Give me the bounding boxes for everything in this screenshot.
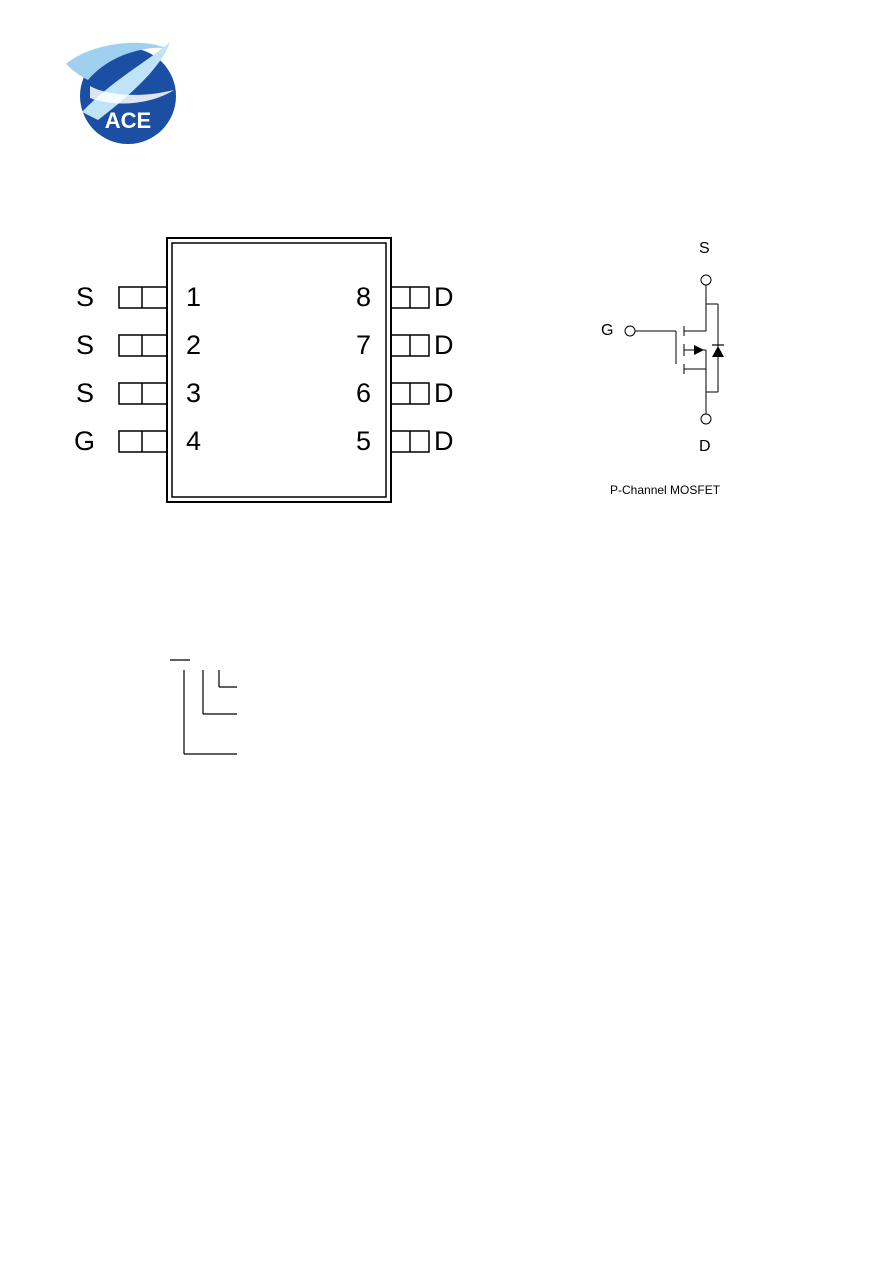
pin-4-label: G (74, 426, 96, 456)
source-label: S (699, 240, 710, 257)
logo-swoosh-white (90, 86, 174, 104)
pin-6-label: D (434, 378, 454, 408)
mosfet-caption: P-Channel MOSFET (610, 483, 721, 497)
pin-7-number: 7 (356, 330, 372, 360)
pin-5-number: 5 (356, 426, 372, 456)
gate-label: G (601, 322, 614, 339)
pin-1-number: 1 (186, 282, 202, 312)
pin-2-number: 2 (186, 330, 202, 360)
pin-8-label: D (434, 282, 454, 312)
package-pinout: S 1 S 2 S 3 G 4 8 D 7 D 6 D 5 D (60, 228, 480, 518)
drain-label: D (699, 438, 711, 455)
logo-text: ACE (105, 108, 151, 133)
ace-logo: ACE (66, 42, 176, 144)
pin-1-label: S (76, 282, 95, 312)
mosfet-schematic (624, 274, 724, 425)
pin-2-label: S (76, 330, 95, 360)
pin-3-label: S (76, 378, 95, 408)
pin-6-number: 6 (356, 378, 372, 408)
pin-3-number: 3 (186, 378, 202, 408)
pin-5-label: D (434, 426, 454, 456)
left-pin-leads (118, 286, 168, 453)
package-outline (118, 237, 430, 503)
mosfet-symbol: S G D P-Channel MOSFET (590, 232, 750, 507)
right-pin-leads (390, 286, 430, 453)
pin-8-number: 8 (356, 282, 372, 312)
ordering-code-tree (170, 659, 237, 755)
pin-7-label: D (434, 330, 454, 360)
logo-swoosh-top (66, 42, 166, 80)
pin-4-number: 4 (186, 426, 202, 456)
